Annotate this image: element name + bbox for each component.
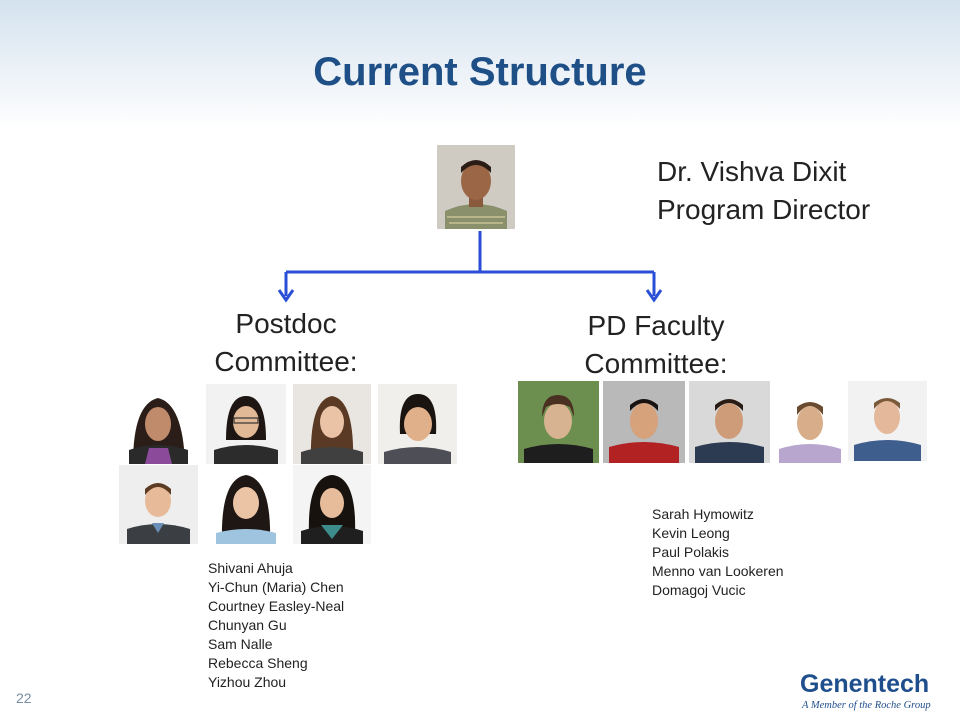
list-item: Domagoj Vucic: [652, 582, 746, 598]
director-info: Dr. Vishva Dixit Program Director: [657, 153, 870, 229]
faculty-label-line1: PD Faculty: [587, 310, 725, 341]
postdoc-photo: [119, 384, 198, 464]
postdoc-label-line2: Committee:: [214, 346, 358, 377]
postdoc-member-list: Shivani Ahuja Yi-Chun (Maria) Chen Court…: [208, 559, 344, 692]
faculty-photo: [518, 381, 599, 463]
list-item: Yi-Chun (Maria) Chen: [208, 579, 344, 595]
list-item: Kevin Leong: [652, 525, 730, 541]
list-item: Rebecca Sheng: [208, 655, 308, 671]
postdoc-photo: [293, 465, 371, 544]
slide-title: Current Structure: [313, 50, 647, 94]
postdoc-label-line1: Postdoc: [235, 308, 337, 339]
faculty-photo: [848, 381, 927, 461]
logo-wordmark: Genentech: [800, 670, 929, 698]
director-role: Program Director: [657, 194, 871, 225]
postdoc-photo: [119, 465, 198, 544]
faculty-committee-label: PD Faculty Committee:: [566, 307, 746, 383]
postdoc-photo: [206, 465, 286, 544]
postdoc-photo: [378, 384, 457, 464]
right-arrow-head: [645, 289, 663, 303]
postdoc-committee-label: Postdoc Committee:: [196, 305, 376, 381]
faculty-label-line2: Committee:: [584, 348, 728, 379]
list-item: Yizhou Zhou: [208, 674, 287, 690]
genentech-logo: Genentech A Member of the Roche Group: [800, 670, 931, 711]
list-item: Shivani Ahuja: [208, 560, 293, 576]
slide-number: 22: [16, 690, 32, 706]
list-item: Sam Nalle: [208, 636, 273, 652]
faculty-member-list: Sarah Hymowitz Kevin Leong Paul Polakis …: [652, 505, 784, 600]
postdoc-photo: [293, 384, 371, 464]
director-name: Dr. Vishva Dixit: [657, 156, 847, 187]
faculty-photo: [603, 381, 685, 463]
postdoc-photo: [206, 384, 286, 464]
list-item: Chunyan Gu: [208, 617, 287, 633]
header-band: [0, 0, 960, 130]
left-arrow-head: [277, 289, 295, 303]
logo-tagline: A Member of the Roche Group: [801, 700, 931, 711]
list-item: Paul Polakis: [652, 544, 730, 560]
faculty-photo: [775, 381, 845, 463]
list-item: Menno van Lookeren: [652, 563, 784, 579]
director-photo: [437, 145, 515, 229]
list-item: Courtney Easley-Neal: [208, 598, 345, 614]
faculty-photo: [689, 381, 770, 463]
list-item: Sarah Hymowitz: [652, 506, 754, 522]
